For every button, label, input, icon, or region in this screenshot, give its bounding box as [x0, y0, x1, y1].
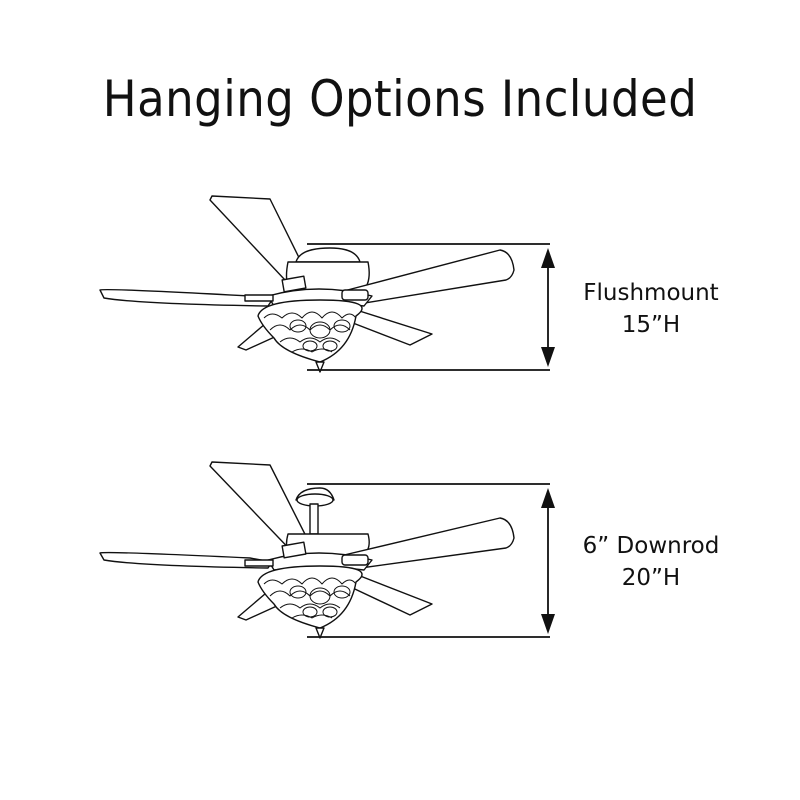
- flushmount-name: Flushmount: [583, 280, 719, 306]
- downrod-dimension-arrow: [307, 483, 555, 638]
- flushmount-height: 15”H: [621, 312, 681, 338]
- flushmount-dimension-arrow: [307, 243, 555, 371]
- downrod-name: 6” Downrod: [582, 533, 720, 559]
- page-title: Hanging Options Included: [102, 70, 698, 128]
- downrod-height: 20”H: [621, 565, 681, 591]
- downrod-label: 6” Downrod 20”H: [551, 530, 751, 594]
- flushmount-label: Flushmount 15”H: [551, 277, 751, 341]
